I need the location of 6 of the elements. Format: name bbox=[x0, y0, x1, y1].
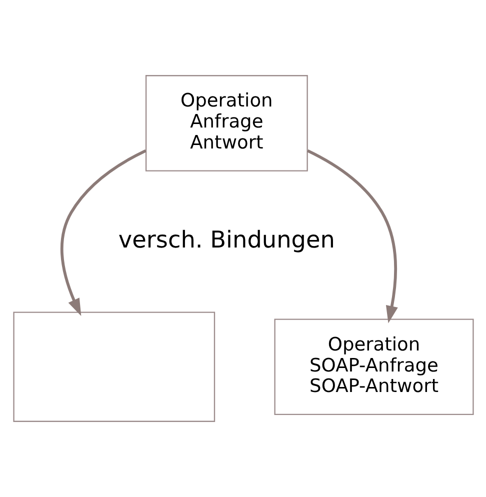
node-box bbox=[12, 312, 215, 422]
node-box: Operation SOAP-Anfrage SOAP-Antwort bbox=[274, 318, 474, 415]
arrow bbox=[60, 149, 146, 316]
node-box: Operation Anfrage Antwort bbox=[144, 75, 308, 172]
arrow bbox=[306, 149, 398, 324]
label: versch. Bindungen bbox=[118, 226, 334, 254]
